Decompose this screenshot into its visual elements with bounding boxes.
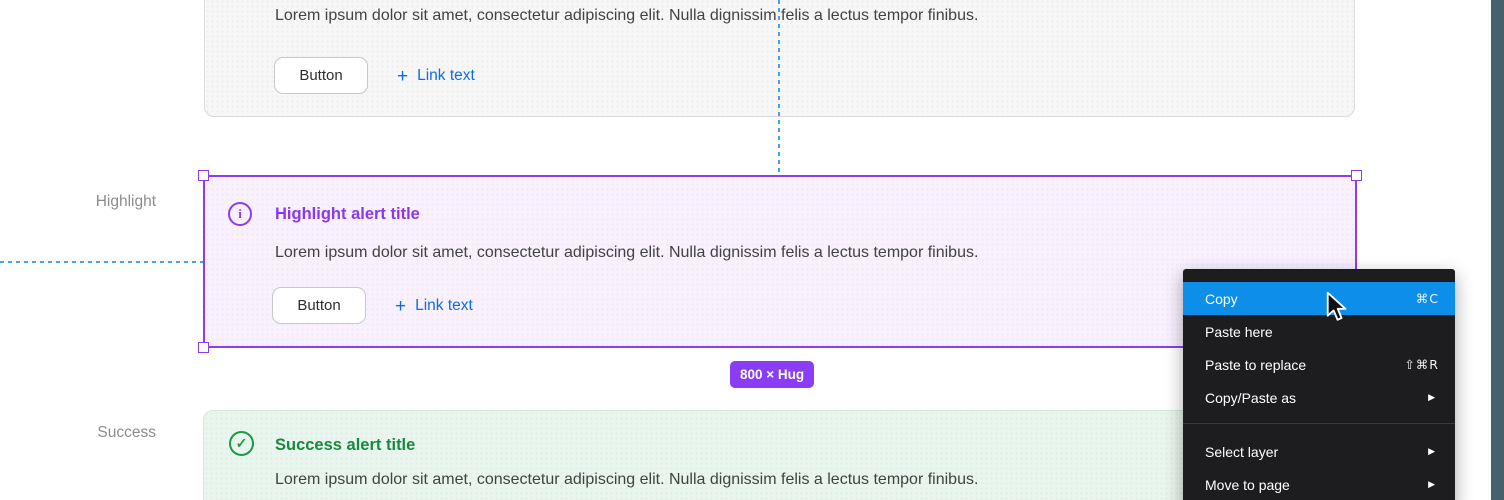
menu-separator — [1183, 423, 1455, 424]
menu-item-copy-paste-as[interactable]: Copy/Paste as ▶ — [1205, 389, 1435, 406]
link-label: Link text — [417, 67, 475, 84]
link-label: Link text — [415, 297, 473, 314]
plus-icon: + — [397, 65, 409, 87]
submenu-arrow-icon: ▶ — [1428, 446, 1435, 457]
success-alert-body: Lorem ipsum dolor sit amet, consectetur … — [275, 471, 979, 488]
check-circle-icon: ✓ — [229, 431, 254, 456]
highlight-alert-button[interactable]: Button — [272, 287, 366, 324]
success-alert-title: Success alert title — [275, 436, 416, 454]
context-menu: Copy ⌘C Paste here Paste to replace ⇧⌘R … — [1183, 269, 1455, 500]
selection-handle-bottom-left[interactable] — [198, 342, 209, 353]
alert-link[interactable]: + Link text — [397, 64, 475, 88]
highlight-alert-link[interactable]: + Link text — [395, 294, 473, 318]
row-label-success: Success — [97, 424, 156, 441]
vertical-guide-line — [778, 0, 780, 173]
info-circle-icon: i — [228, 202, 252, 226]
menu-item-paste-to-replace[interactable]: Paste to replace ⇧⌘R — [1205, 356, 1439, 373]
horizontal-guide-line — [0, 261, 203, 263]
alert-card-success[interactable] — [203, 410, 1355, 500]
submenu-arrow-icon: ▶ — [1428, 479, 1435, 490]
side-panel-strip — [1491, 0, 1504, 500]
selection-handle-top-right[interactable] — [1351, 170, 1362, 181]
menu-item-select-layer[interactable]: Select layer ▶ — [1205, 443, 1435, 460]
shortcut-copy: ⌘C — [1415, 291, 1439, 306]
submenu-arrow-icon: ▶ — [1428, 392, 1435, 403]
menu-item-paste-here[interactable]: Paste here — [1205, 323, 1273, 340]
highlight-alert-title: Highlight alert title — [275, 205, 420, 223]
menu-item-move-to-page[interactable]: Move to page ▶ — [1205, 476, 1435, 493]
alert-card-highlight[interactable] — [198, 170, 1362, 353]
selection-size-badge: 800 × Hug — [730, 361, 815, 388]
alert-button[interactable]: Button — [274, 57, 368, 94]
row-label-highlight: Highlight — [95, 193, 156, 210]
selection-handle-top-left[interactable] — [198, 170, 209, 181]
mouse-cursor-icon — [1326, 291, 1348, 327]
alert-body-text: Lorem ipsum dolor sit amet, consectetur … — [275, 7, 979, 24]
plus-icon: + — [395, 295, 407, 317]
menu-item-copy[interactable]: Copy ⌘C — [1183, 282, 1455, 315]
highlight-alert-body: Lorem ipsum dolor sit amet, consectetur … — [275, 244, 979, 261]
shortcut-paste-to-replace: ⇧⌘R — [1404, 357, 1439, 372]
